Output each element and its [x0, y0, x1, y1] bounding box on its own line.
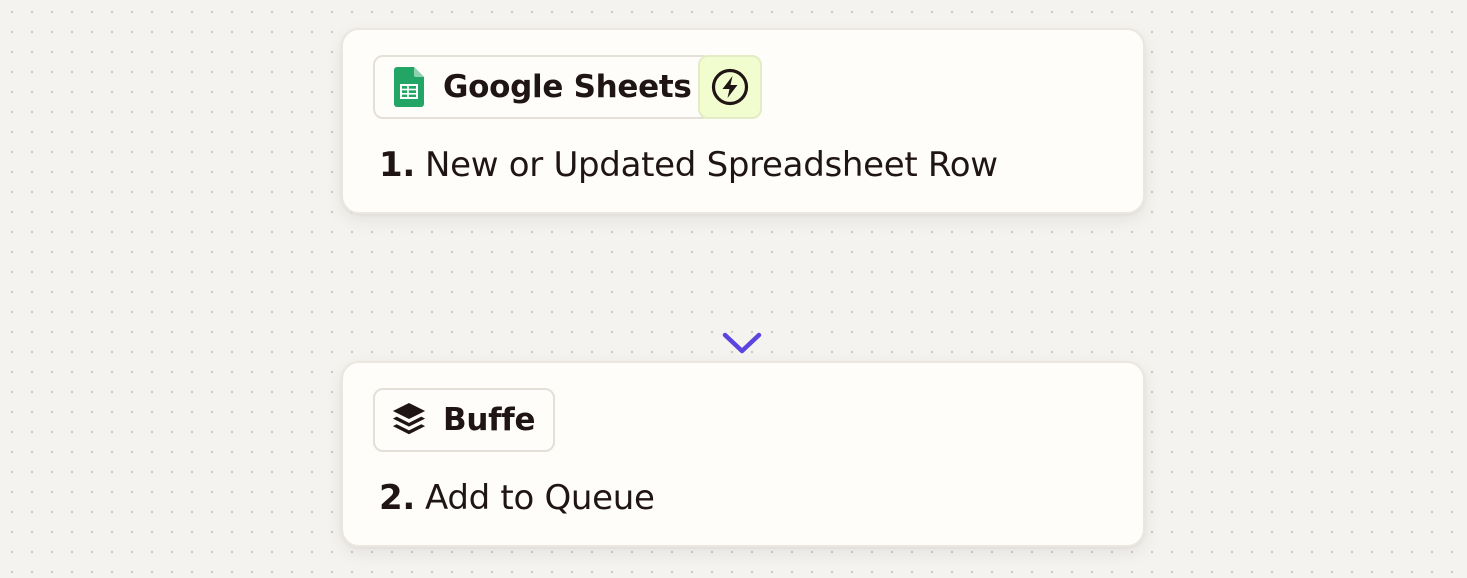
- step-card-1[interactable]: Google Sheets 1.New or Updated Spreadshe…: [341, 28, 1145, 214]
- buffer-stack-icon: [391, 400, 427, 440]
- app-name: Buffe: [443, 401, 536, 438]
- step-number: 2.: [379, 478, 415, 518]
- app-chip-buffer[interactable]: Buffe: [373, 388, 556, 452]
- lightning-bolt-icon: [710, 67, 750, 107]
- step-number: 1.: [379, 145, 415, 185]
- google-sheets-icon: [391, 67, 427, 107]
- step-title-text: New or Updated Spreadsheet Row: [424, 145, 998, 185]
- step-card-2[interactable]: Buffe 2.Add to Queue: [341, 361, 1145, 547]
- arrow-down-icon: [722, 222, 762, 354]
- app-name: Google Sheets: [443, 68, 692, 105]
- trigger-badge[interactable]: [698, 55, 762, 119]
- step-title: 1.New or Updated Spreadsheet Row: [379, 144, 998, 186]
- step-title-text: Add to Queue: [424, 478, 655, 518]
- step-title: 2.Add to Queue: [379, 477, 655, 519]
- app-chip-google-sheets[interactable]: Google Sheets: [373, 55, 712, 119]
